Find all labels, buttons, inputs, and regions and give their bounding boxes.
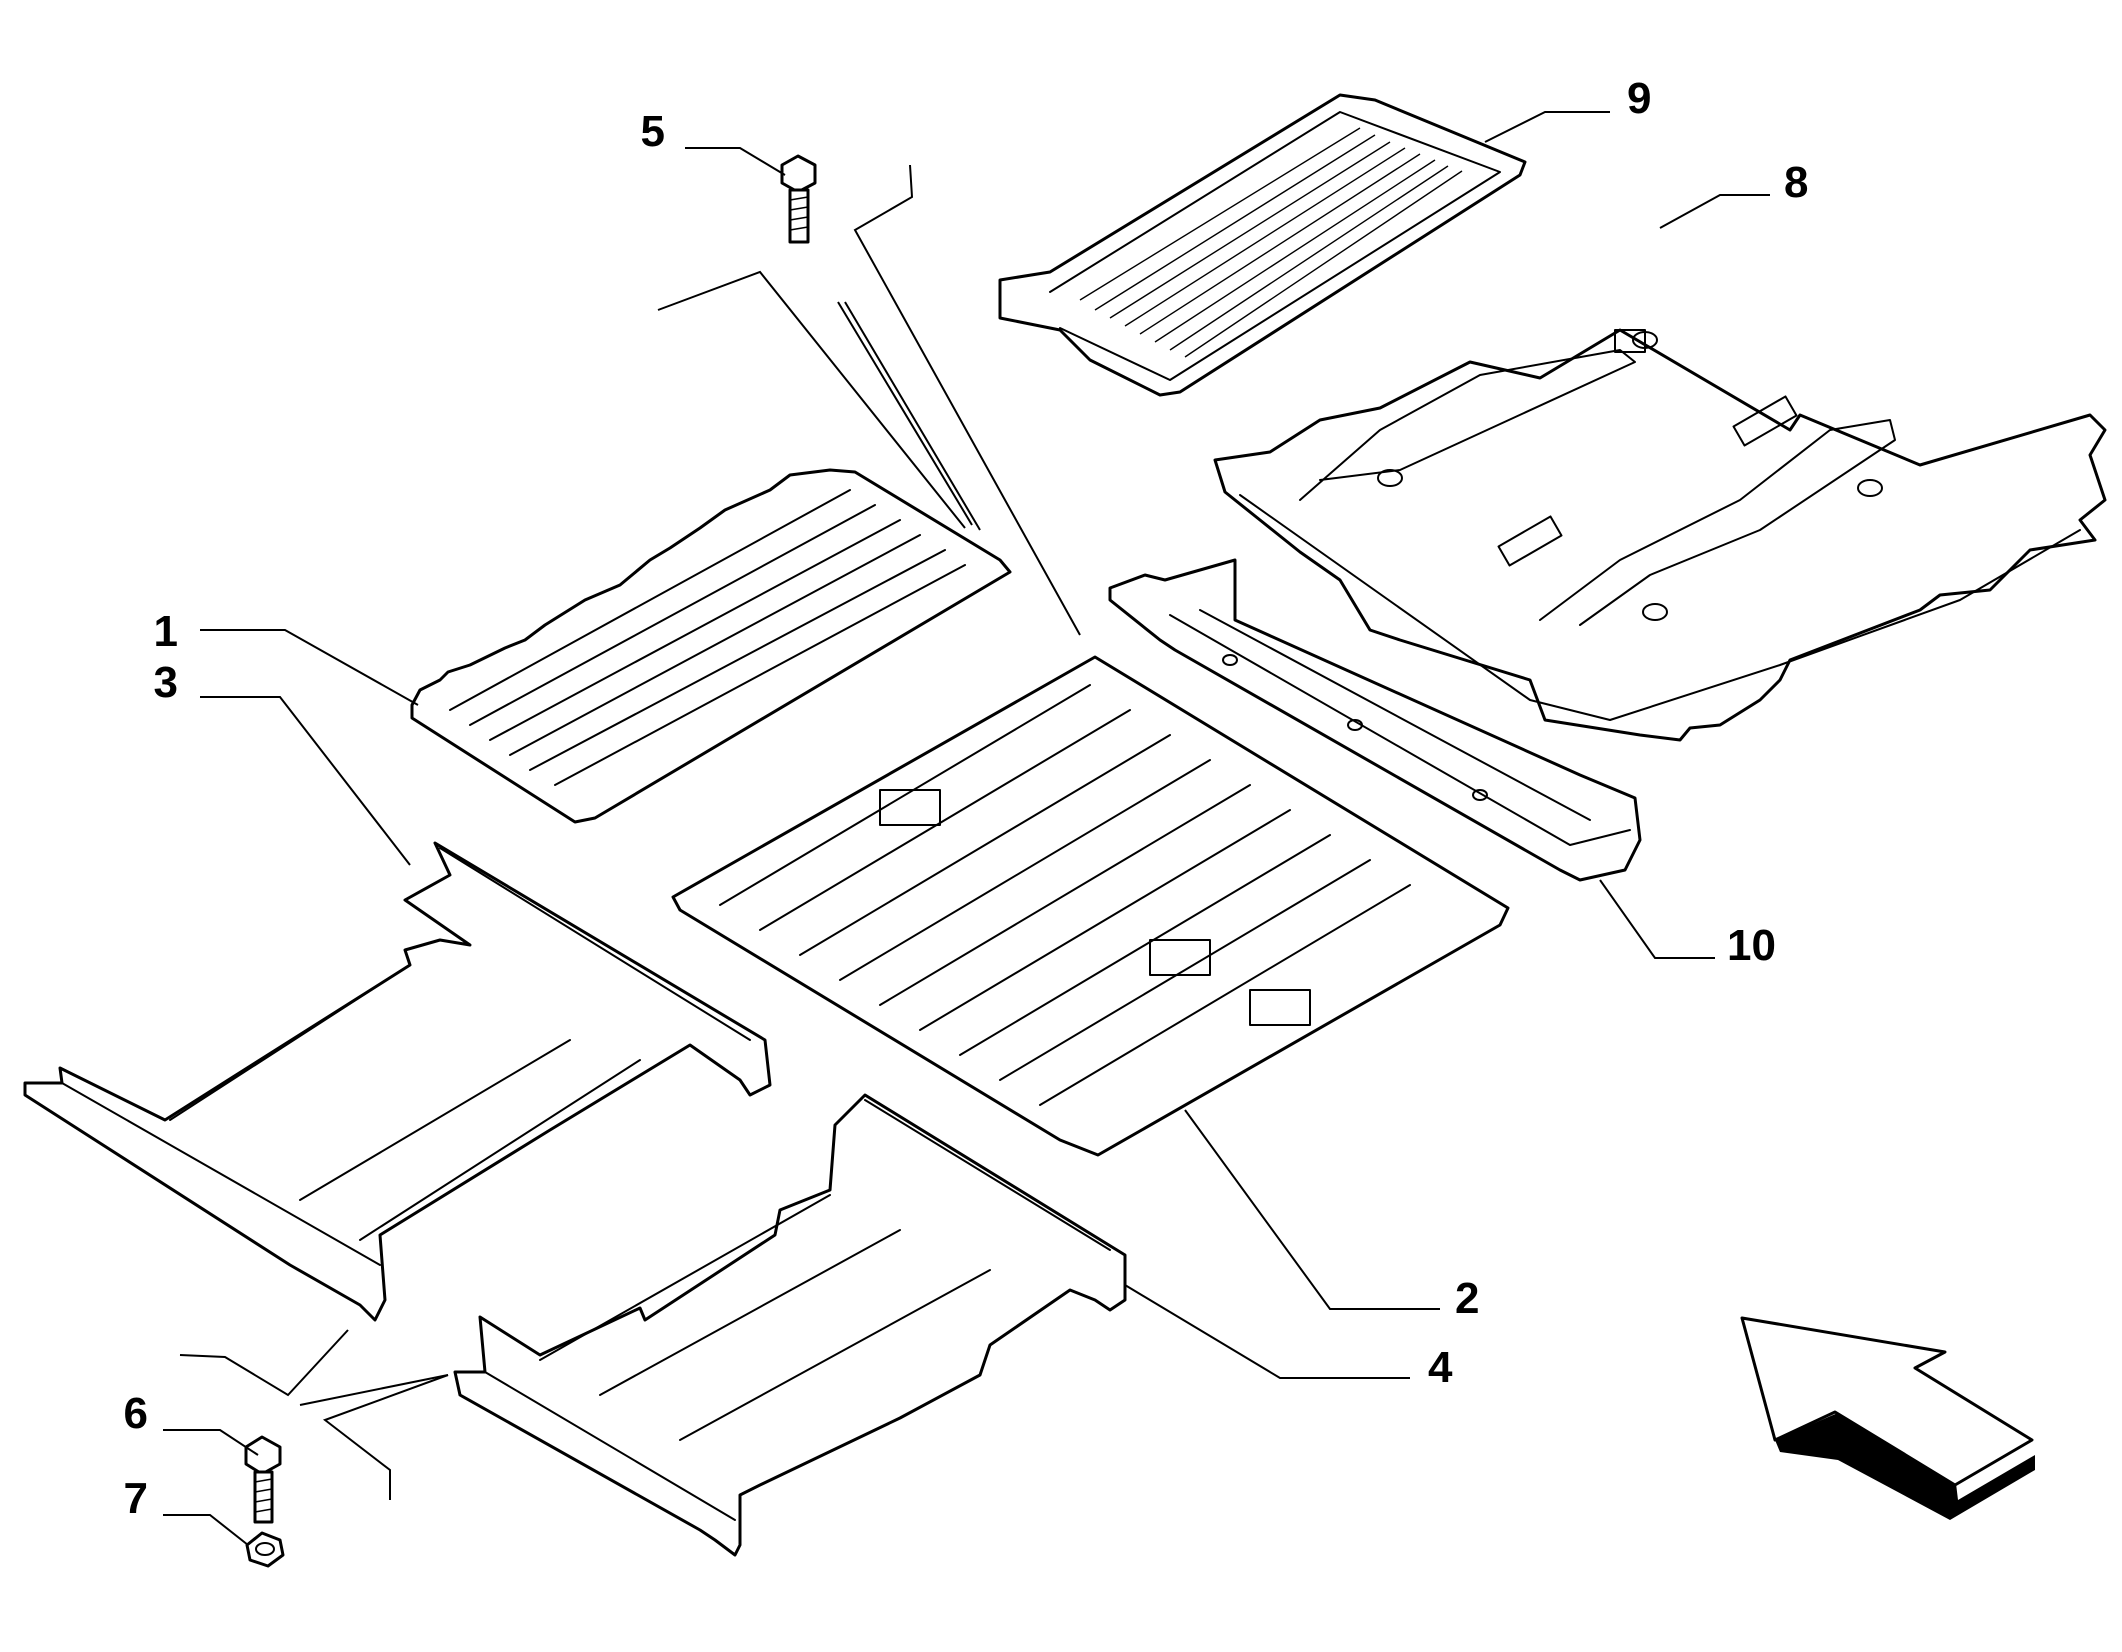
part-1-ribbed-panel — [410, 468, 1012, 824]
callout-4: 4 — [1428, 1343, 1453, 1392]
part-9-ribbed-panel — [998, 93, 1527, 397]
part-6-bolt — [244, 1435, 282, 1524]
part-4-crossmember-tray — [453, 1093, 1127, 1557]
callout-3: 3 — [154, 658, 178, 707]
part-2-central-floor-panel — [671, 655, 1510, 1157]
part-5-bolt — [780, 154, 817, 244]
callout-7: 7 — [124, 1474, 148, 1523]
front-direction-arrow-icon — [1740, 1316, 2035, 1520]
assembly-guide-lines — [179, 164, 1081, 1500]
callout-1: 1 — [154, 607, 178, 656]
part-7-nut — [245, 1531, 285, 1568]
callout-5: 5 — [641, 107, 665, 156]
callout-8: 8 — [1784, 158, 1808, 207]
callout-labels: 1 3 2 4 5 6 7 8 9 10 — [124, 74, 1809, 1523]
callout-leader-lines — [163, 111, 1770, 1546]
part-10-crossmember — [1108, 558, 1642, 882]
callout-10: 10 — [1727, 921, 1776, 970]
callout-6: 6 — [124, 1389, 148, 1438]
part-8-large-floor-panel — [1213, 328, 2107, 742]
callout-9: 9 — [1627, 74, 1651, 123]
callout-2: 2 — [1455, 1274, 1479, 1323]
part-3-crossmember-tray — [23, 841, 772, 1322]
